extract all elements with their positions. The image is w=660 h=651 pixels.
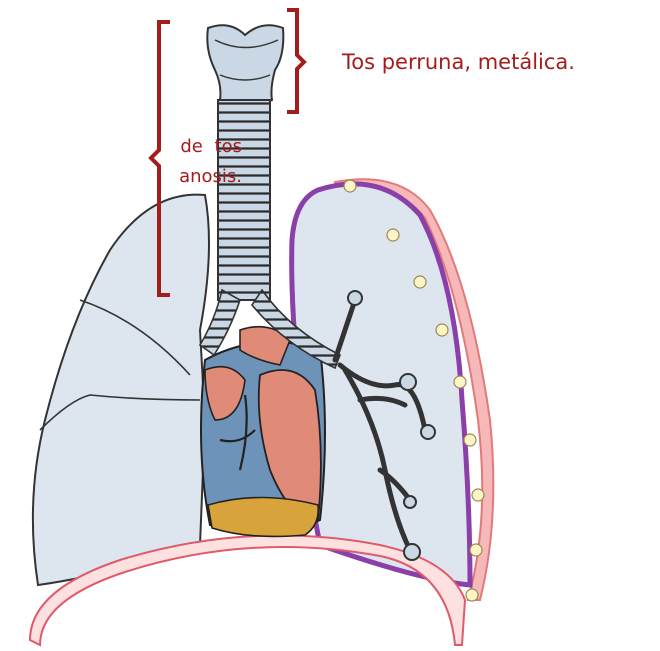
left-lung bbox=[33, 195, 209, 585]
larynx bbox=[207, 25, 283, 104]
trachea bbox=[218, 100, 270, 300]
trachea-label: de tos anosis. bbox=[0, 132, 242, 192]
trachea-label-line-2: anosis. bbox=[0, 162, 242, 192]
upper-airway-bracket bbox=[287, 10, 304, 112]
heart bbox=[201, 327, 325, 537]
left-main-bronchus bbox=[200, 290, 240, 355]
upper-airway-label: Tos perruna, metálica. bbox=[342, 50, 575, 74]
trachea-label-line-1: de tos bbox=[0, 132, 242, 162]
